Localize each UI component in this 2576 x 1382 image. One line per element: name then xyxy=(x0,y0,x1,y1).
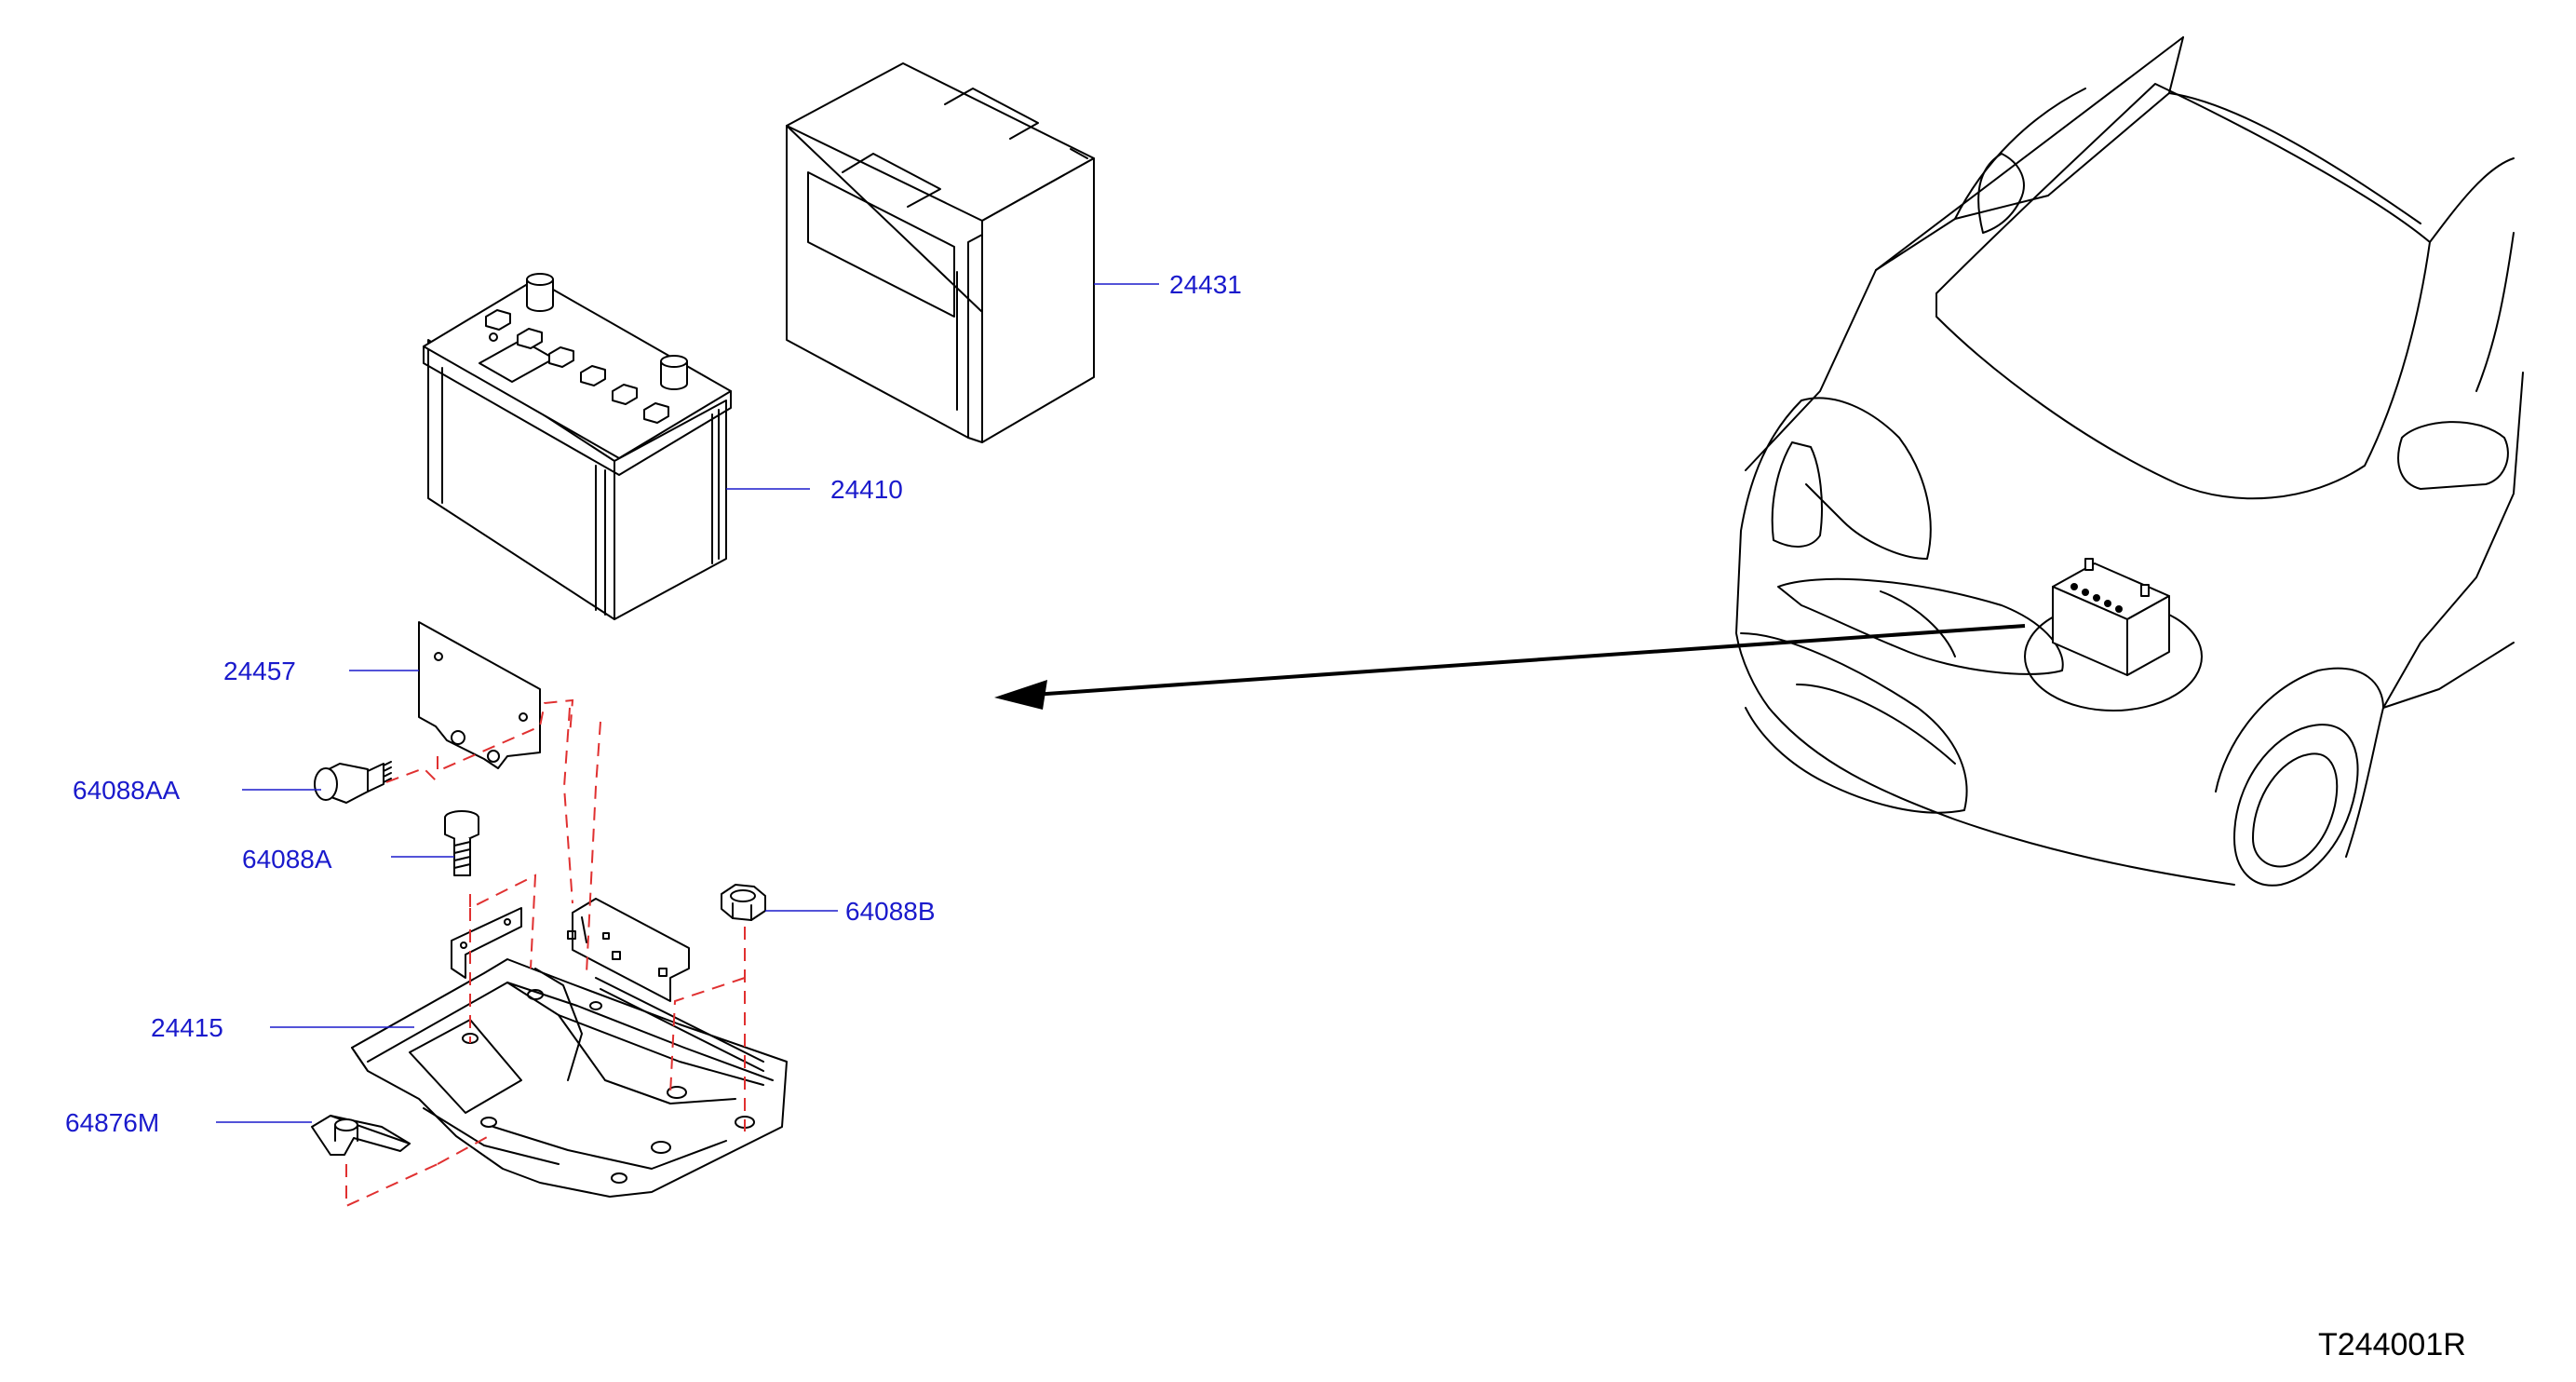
callouts: 24431 24410 24457 64088AA 64088A 64088B … xyxy=(65,270,1242,1137)
hold-down-plate-part[interactable] xyxy=(418,621,541,769)
location-arrow xyxy=(994,624,2026,710)
bolt-64088AA-part[interactable] xyxy=(314,761,392,804)
part-label-24431[interactable]: 24431 xyxy=(1169,270,1242,299)
part-label-64088A[interactable]: 64088A xyxy=(242,845,332,874)
part-label-64088AA[interactable]: 64088AA xyxy=(73,776,181,805)
clip-64876M-part[interactable] xyxy=(311,1115,411,1156)
bolt-64088A-part[interactable] xyxy=(444,810,479,876)
nut-64088B-part[interactable] xyxy=(721,884,766,921)
part-label-64876M[interactable]: 64876M xyxy=(65,1108,159,1137)
battery-cover-part[interactable] xyxy=(786,62,1095,443)
part-label-24410[interactable]: 24410 xyxy=(830,475,903,504)
car-illustration xyxy=(1735,36,2524,887)
part-label-24415[interactable]: 24415 xyxy=(151,1013,223,1042)
drawing-number: T244001R xyxy=(2318,1327,2466,1362)
battery-caps xyxy=(485,309,669,424)
assembly-dash-lines xyxy=(345,698,746,1208)
battery-tray-part[interactable] xyxy=(351,898,788,1198)
battery-part[interactable] xyxy=(423,273,732,620)
part-label-24457[interactable]: 24457 xyxy=(223,657,296,685)
part-label-64088B[interactable]: 64088B xyxy=(845,897,936,926)
